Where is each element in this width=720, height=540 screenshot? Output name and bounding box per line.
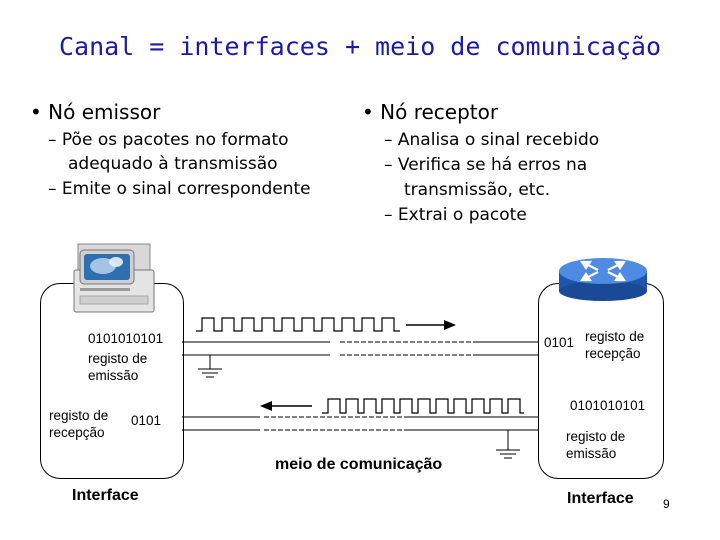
right-reg-rx-1: registo de bbox=[585, 329, 645, 344]
computer-icon bbox=[73, 243, 155, 313]
left-item-1: – Põe os pacotes no formato bbox=[48, 130, 289, 150]
right-item-2: – Verifica se há erros na bbox=[384, 155, 588, 175]
left-reg-tx-2: emissão bbox=[88, 368, 139, 383]
right-reg-tx-1: registo de bbox=[566, 429, 626, 444]
left-item-3: – Emite o sinal correspondente bbox=[48, 179, 311, 199]
right-reg-rx-2: recepção bbox=[585, 346, 641, 361]
signal-wave-upper bbox=[196, 317, 400, 332]
right-bits-rx: 0101 bbox=[544, 335, 575, 350]
page-title: Canal = interfaces + meio de comunicação bbox=[58, 32, 662, 61]
left-reg-tx-1: registo de bbox=[88, 351, 148, 366]
right-item-4: – Extrai o pacote bbox=[384, 205, 527, 225]
left-reg-rx-2: recepção bbox=[49, 425, 105, 440]
router-icon bbox=[559, 258, 647, 301]
page-number: 9 bbox=[663, 497, 670, 511]
left-bits-tx: 0101010101 bbox=[88, 331, 164, 346]
left-heading-text: Nó emissor bbox=[48, 100, 161, 124]
signal-wave-lower bbox=[322, 398, 524, 414]
right-reg-tx-2: emissão bbox=[566, 446, 617, 461]
right-heading: • Nó receptor bbox=[362, 100, 499, 124]
left-item-2: adequado à transmissão bbox=[68, 154, 278, 174]
right-interface-label: Interface bbox=[567, 490, 634, 507]
right-heading-text: Nó receptor bbox=[380, 100, 499, 124]
left-heading: • Nó emissor bbox=[30, 100, 161, 124]
arrow-right-icon bbox=[406, 320, 456, 330]
arrow-left-icon bbox=[260, 401, 312, 411]
left-bits-rx: 0101 bbox=[131, 413, 162, 428]
right-bits-tx: 0101010101 bbox=[570, 398, 646, 413]
medium-label: meio de comunicação bbox=[275, 456, 443, 473]
ground-icon bbox=[198, 355, 222, 378]
left-reg-rx-1: registo de bbox=[49, 408, 109, 423]
ground-icon-2 bbox=[496, 430, 520, 459]
right-item-1: – Analisa o sinal recebido bbox=[384, 130, 600, 150]
left-interface-label: Interface bbox=[72, 487, 139, 504]
right-item-3: transmissão, etc. bbox=[404, 180, 551, 200]
